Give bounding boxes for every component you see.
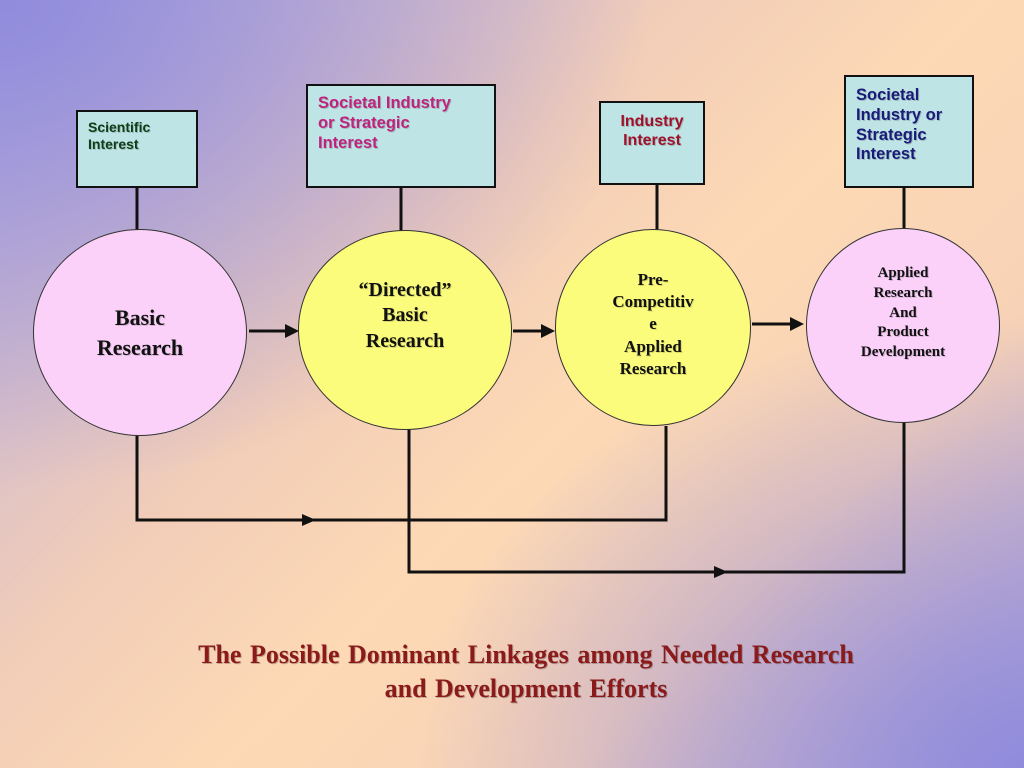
directed-basic-research-label: “Directed” Basic Research (358, 278, 452, 352)
applied-research-product-development-circle: Applied Research And Product Development (806, 228, 1000, 423)
arrowhead-linkage-1 (302, 514, 316, 526)
basic-research-circle: Basic Research (33, 229, 247, 436)
arrowhead-directed-to-precompetitive (541, 324, 555, 338)
scientific-interest-box: Scientific Interest (76, 110, 198, 188)
linkage-basic-to-precompetitive (135, 426, 668, 522)
arrowhead-precompetitive-to-applied (790, 317, 804, 331)
arrowhead-basic-to-directed (285, 324, 299, 338)
societal-industry-or-strategic-box: Societal Industry or Strategic Interest (844, 75, 974, 188)
societal-industry-strategic-box: Societal Industry or Strategic Interest (306, 84, 496, 188)
pre-competitive-applied-research-circle: Pre- Competitiv e Applied Research (555, 229, 751, 426)
directed-basic-research-circle: “Directed” Basic Research (298, 230, 512, 430)
applied-research-product-development-label: Applied Research And Product Development (860, 264, 946, 361)
linkage-directed-to-applied (407, 419, 906, 574)
pre-competitive-applied-research-label: Pre- Competitiv e Applied Research (612, 270, 694, 378)
basic-research-label: Basic Research (96, 304, 184, 360)
industry-interest-box: Industry Interest (599, 101, 705, 185)
arrowhead-linkage-2 (714, 566, 728, 578)
diagram-caption: The Possible Dominant Linkages among Nee… (198, 640, 854, 704)
